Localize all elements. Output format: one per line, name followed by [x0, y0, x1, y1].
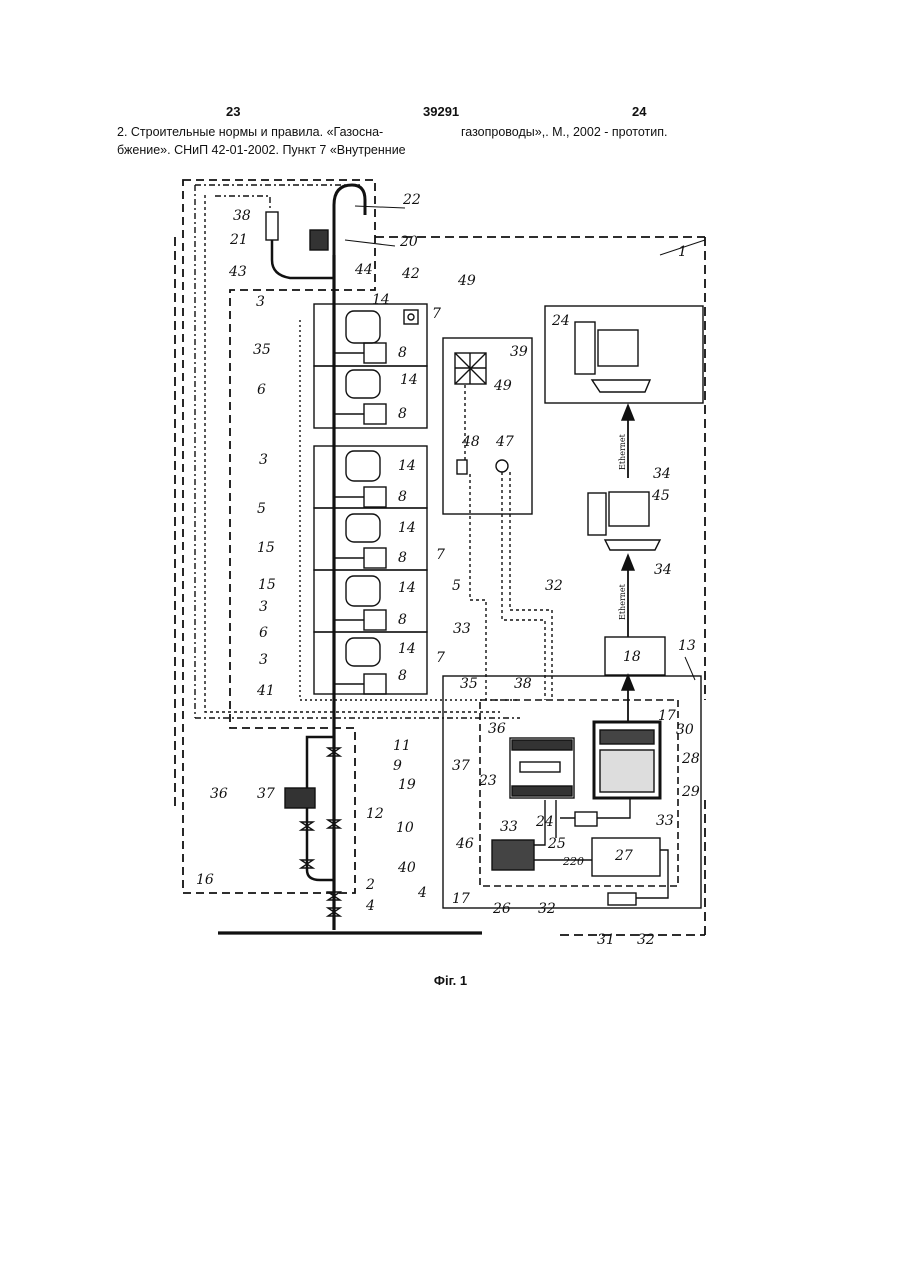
- label-35b: 35: [460, 676, 478, 692]
- label-17a: 17: [658, 708, 676, 724]
- label-35a: 35: [253, 342, 271, 358]
- label-220: 220: [562, 855, 584, 868]
- label-3a: 3: [256, 294, 265, 310]
- label-15a: 15: [257, 540, 275, 556]
- label-8d: 8: [398, 550, 407, 566]
- label-13: 13: [678, 638, 696, 654]
- label-8a: 8: [398, 345, 407, 361]
- label-46: 46: [455, 836, 474, 852]
- label-23: 23: [478, 773, 497, 789]
- label-4b: 4: [417, 885, 427, 901]
- label-37b: 37: [257, 786, 275, 802]
- label-3b: 3: [259, 452, 268, 468]
- label-4a: 4: [365, 898, 375, 914]
- label-34a: 34: [653, 466, 671, 482]
- label-37a: 37: [452, 758, 470, 774]
- label-22: 22: [402, 192, 421, 208]
- label-17b: 17: [452, 891, 470, 907]
- label-8e: 8: [398, 612, 407, 628]
- label-26: 26: [492, 901, 511, 917]
- label-49a: 49: [457, 273, 476, 289]
- label-42: 42: [401, 266, 420, 282]
- label-32a: 32: [545, 578, 563, 594]
- figure-caption: Фіг. 1: [0, 973, 901, 988]
- label-33a: 33: [453, 621, 471, 637]
- label-29: 29: [681, 784, 700, 800]
- label-38b: 38: [514, 676, 532, 692]
- label-28: 28: [681, 751, 700, 767]
- label-33c: 33: [500, 819, 518, 835]
- label-14d: 14: [398, 520, 416, 536]
- label-41: 41: [256, 683, 275, 699]
- label-36b: 36: [210, 786, 228, 802]
- label-10: 10: [396, 820, 414, 836]
- label-12: 12: [366, 806, 384, 822]
- label-16: 16: [196, 872, 214, 888]
- label-14f: 14: [398, 641, 416, 657]
- label-7a: 7: [432, 306, 441, 322]
- label-24: 24: [551, 313, 570, 329]
- label-18: 18: [623, 649, 641, 665]
- label-19: 19: [398, 777, 416, 793]
- label-34b: 34: [654, 562, 672, 578]
- label-8c: 8: [398, 489, 407, 505]
- label-32b: 32: [538, 901, 556, 917]
- label-8f: 8: [398, 668, 407, 684]
- label-5b: 5: [452, 578, 461, 594]
- label-43: 43: [228, 264, 247, 280]
- label-27: 27: [614, 848, 633, 864]
- label-14e: 14: [398, 580, 416, 596]
- ethernet-label-lower: Ethernet: [618, 583, 627, 620]
- label-39: 39: [510, 344, 528, 360]
- label-3c: 3: [259, 599, 268, 615]
- label-14b: 14: [400, 372, 418, 388]
- ethernet-label-upper: Ethernet: [618, 433, 627, 470]
- label-7c: 7: [436, 650, 445, 666]
- label-48: 48: [461, 434, 480, 450]
- label-6b: 6: [259, 625, 268, 641]
- label-47: 47: [495, 434, 514, 450]
- label-20: 20: [399, 234, 418, 250]
- label-38a: 38: [233, 208, 251, 224]
- label-32c: 32: [637, 932, 655, 948]
- label-36a: 36: [488, 721, 506, 737]
- label-44: 44: [354, 262, 373, 278]
- label-30: 30: [676, 722, 694, 738]
- label-2: 2: [365, 877, 375, 893]
- label-25: 25: [547, 836, 566, 852]
- label-49b: 49: [493, 378, 512, 394]
- label-3d: 3: [259, 652, 268, 668]
- label-14a: 14: [372, 292, 390, 308]
- label-14c: 14: [398, 458, 416, 474]
- label-24b: 24: [535, 814, 554, 830]
- label-45: 45: [651, 488, 670, 504]
- label-8b: 8: [398, 406, 407, 422]
- label-7b: 7: [436, 547, 445, 563]
- label-6a: 6: [257, 382, 266, 398]
- label-31: 31: [597, 932, 615, 948]
- label-21: 21: [229, 232, 248, 248]
- label-33b: 33: [656, 813, 674, 829]
- label-5a: 5: [257, 501, 266, 517]
- label-1: 1: [678, 244, 687, 260]
- label-15b: 15: [258, 577, 276, 593]
- label-11: 11: [393, 738, 411, 754]
- label-9: 9: [393, 758, 402, 774]
- label-40: 40: [397, 860, 416, 876]
